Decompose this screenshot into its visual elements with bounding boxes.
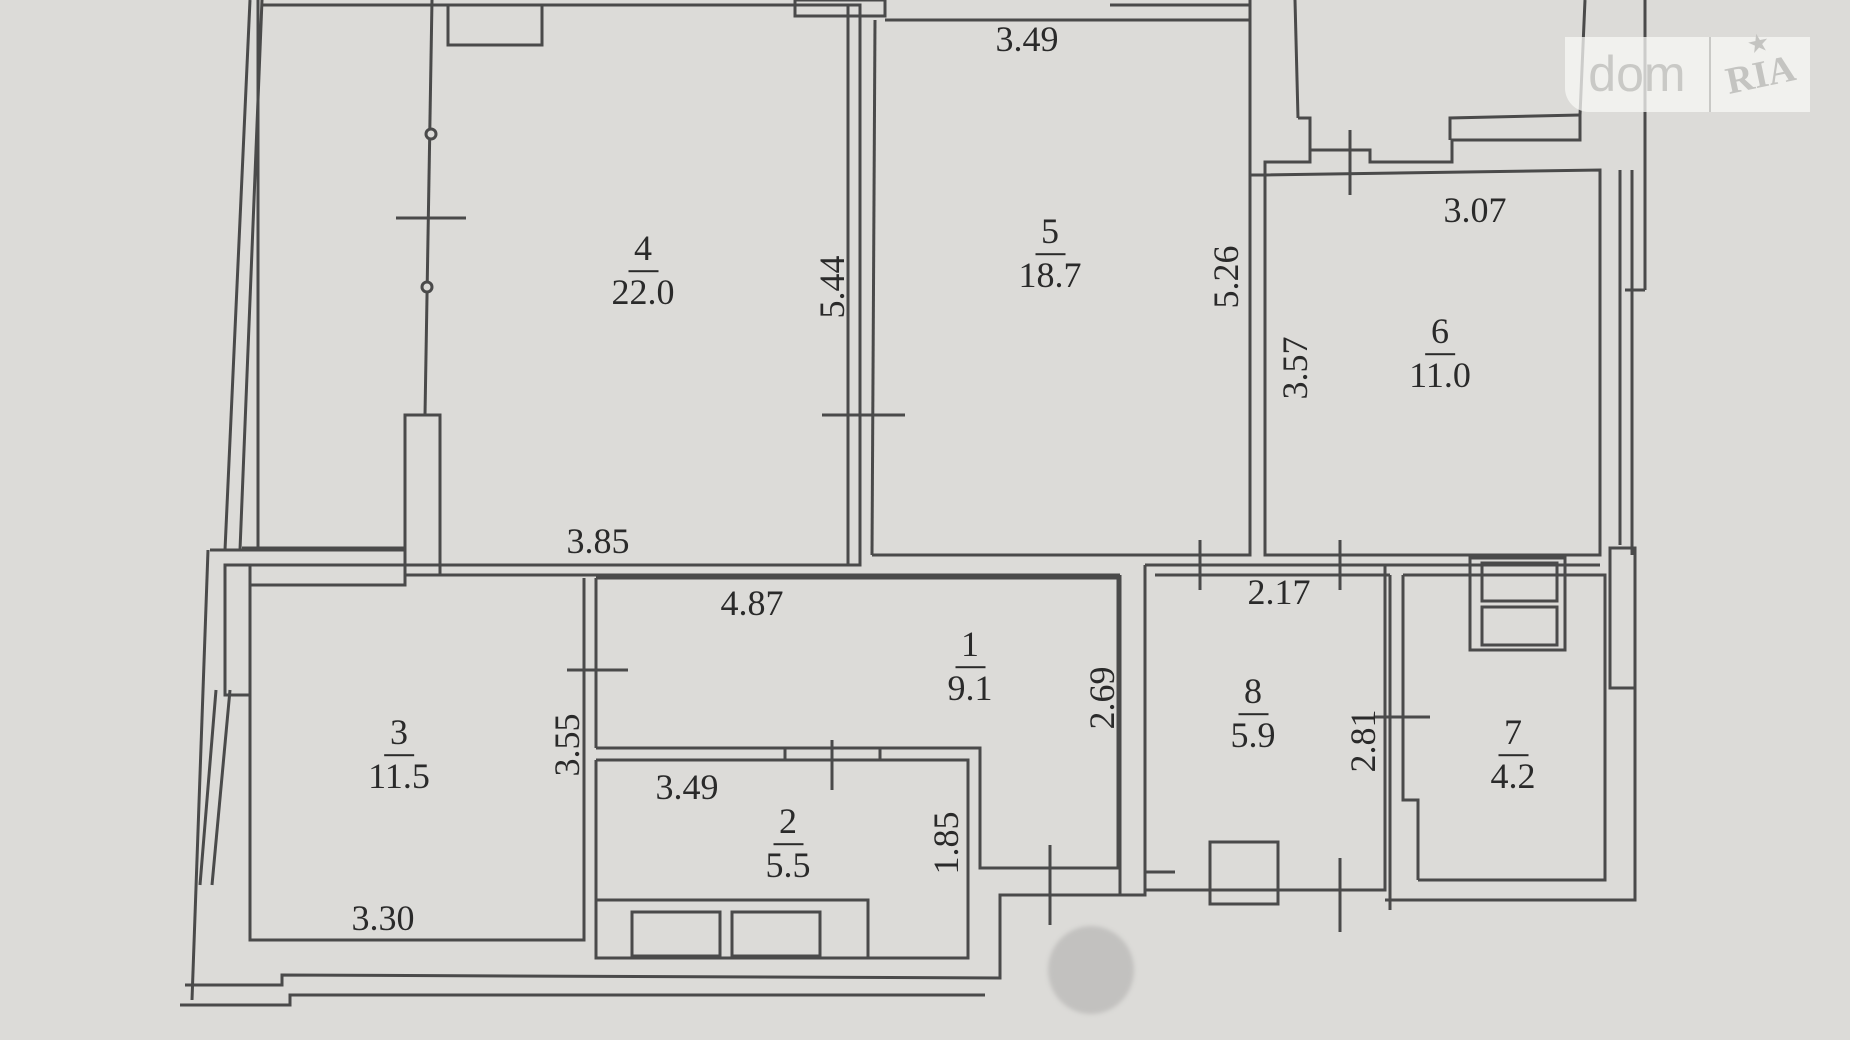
room-area: 5.9 — [1230, 715, 1276, 755]
room-3-label: 3 11.5 — [368, 713, 430, 796]
watermark-dom-text: dom — [1565, 37, 1711, 112]
room-5-label: 5 18.7 — [1018, 212, 1082, 295]
dimension-room1-height: 2.69 — [1082, 666, 1122, 730]
room-number: 5 — [1035, 212, 1065, 255]
room-number: 4 — [628, 229, 658, 272]
room-area: 5.5 — [765, 845, 811, 885]
dimension-room8-width: 2.17 — [1247, 572, 1311, 612]
domria-watermark: dom ★ RIA — [1565, 29, 1813, 112]
room-number: 7 — [1498, 713, 1528, 756]
dimension-room8-height: 2.81 — [1343, 709, 1383, 773]
dimension-room6-height: 3.57 — [1275, 336, 1315, 400]
dimension-room4-height: 5.44 — [812, 255, 852, 319]
watermark-ria-text: ★ RIA — [1707, 29, 1813, 107]
dimension-room4-bottom-width: 3.85 — [566, 521, 630, 561]
room-4-label: 4 22.0 — [611, 229, 675, 312]
room-number: 1 — [955, 625, 985, 668]
dimension-room6-width: 3.07 — [1443, 190, 1507, 230]
room-number: 3 — [383, 713, 414, 756]
room-area: 9.1 — [947, 668, 993, 708]
room-8-label: 8 5.9 — [1230, 672, 1276, 755]
dimension-room2-width: 3.49 — [655, 767, 719, 807]
room-1-label: 1 9.1 — [947, 625, 993, 708]
dimension-room5-height: 5.26 — [1206, 245, 1246, 309]
dimension-room1-width: 4.87 — [720, 583, 784, 623]
dimension-room2-height: 1.85 — [926, 811, 966, 875]
blurred-smudge — [1048, 926, 1134, 1014]
dimension-room5-width: 3.49 — [995, 19, 1059, 59]
room-area: 4.2 — [1490, 756, 1536, 796]
room-number: 6 — [1424, 312, 1455, 355]
room-2-label: 2 5.5 — [765, 802, 811, 885]
room-number: 2 — [773, 802, 803, 845]
dimension-room3-width: 3.30 — [351, 898, 415, 938]
room-area: 11.5 — [368, 756, 430, 796]
room-area: 18.7 — [1018, 255, 1082, 295]
room-number: 8 — [1238, 672, 1268, 715]
dimension-room3-height: 3.55 — [547, 713, 587, 777]
room-6-label: 6 11.0 — [1409, 312, 1471, 395]
room-area: 11.0 — [1409, 355, 1471, 395]
room-7-label: 7 4.2 — [1490, 713, 1536, 796]
room-area: 22.0 — [611, 272, 675, 312]
